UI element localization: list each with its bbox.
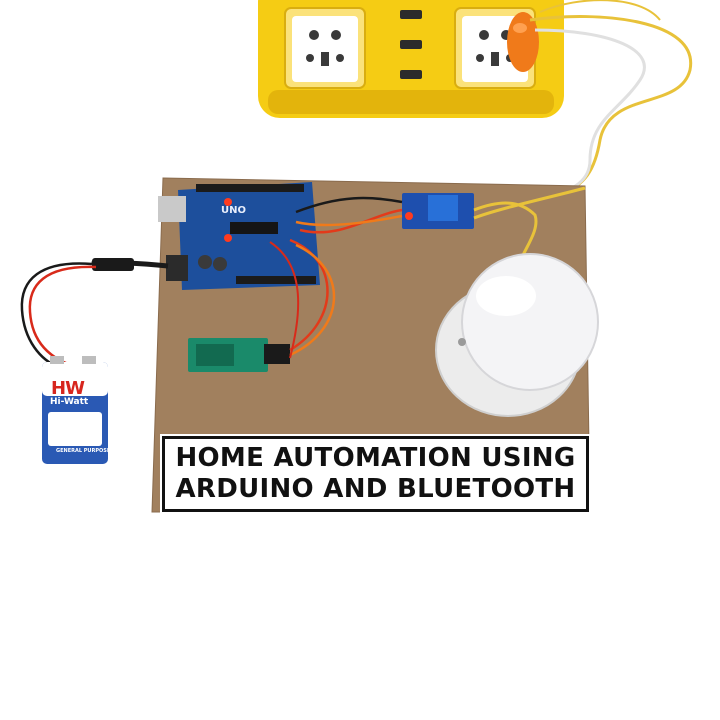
battery-9v [42, 356, 108, 464]
bluetooth-module [188, 338, 290, 372]
power-strip [258, 0, 564, 118]
battery-type: GENERAL PURPOSE [56, 448, 111, 454]
title-line-1: HOME AUTOMATION USING [175, 443, 576, 473]
title-line-2: ARDUINO AND BLUETOOTH [175, 474, 576, 504]
arduino-board-label: UNO [221, 205, 246, 216]
battery-logo: HW [51, 378, 85, 399]
project-title-label: HOME AUTOMATION USING ARDUINO AND BLUETO… [162, 436, 589, 512]
relay-module [402, 193, 474, 229]
light-bulb [435, 253, 599, 417]
arduino-uno-board [158, 182, 320, 290]
battery-brand: Hi-Watt [50, 397, 89, 407]
